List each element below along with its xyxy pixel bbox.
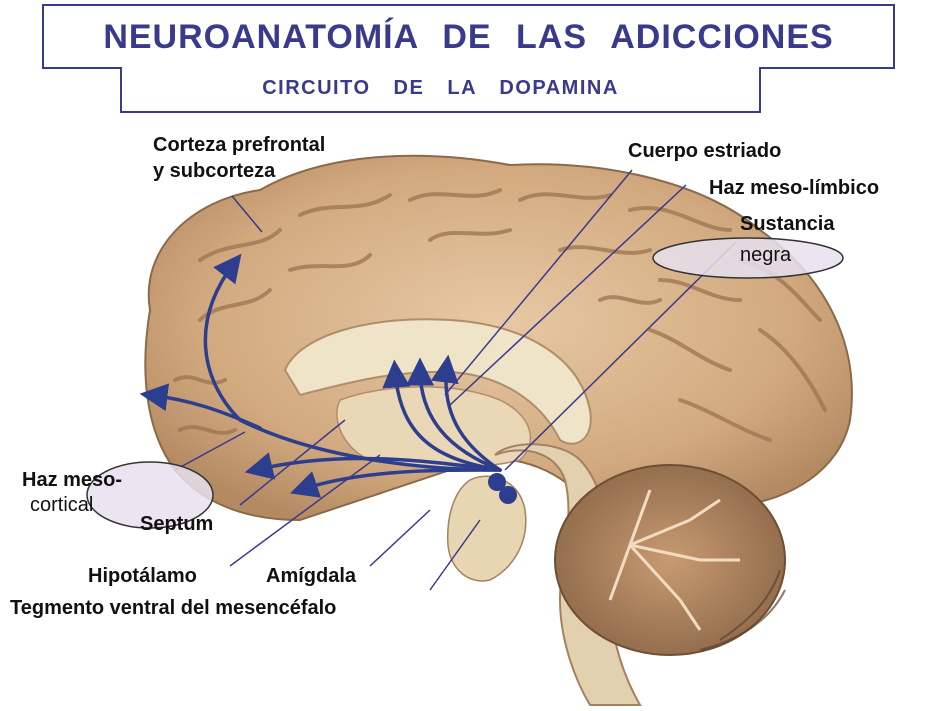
label-corteza-line2: y subcorteza <box>153 160 276 182</box>
title-box: NEUROANATOMÍA DE LAS ADICCIONES <box>42 4 895 69</box>
leader-lines <box>174 169 737 591</box>
page-subtitle: CIRCUITO DE LA DOPAMINA <box>262 77 619 99</box>
label-septum: Septum <box>140 513 214 535</box>
label-corteza-line1: Corteza prefrontal <box>153 134 326 156</box>
vta-nucleus <box>488 473 506 491</box>
label-haz-meso-limbico: Haz meso-límbico <box>709 177 880 199</box>
label-haz-meso-cortical-1: Haz meso- <box>22 469 123 491</box>
label-hipotalamo: Hipotálamo <box>88 565 197 587</box>
negra-highlight <box>652 237 844 279</box>
label-sustancia: Sustancia <box>740 213 835 235</box>
vta-nucleus-2 <box>499 486 517 504</box>
meso-cortical-highlight <box>86 461 214 529</box>
cerebellum <box>554 464 786 656</box>
label-cuerpo-estriado: Cuerpo estriado <box>628 140 782 162</box>
label-amigdala: Amígdala <box>266 565 357 587</box>
label-haz-meso-cortical-2: cortical <box>30 494 94 516</box>
inner-core <box>336 386 531 469</box>
gyri-texture <box>173 188 827 442</box>
page-title: NEUROANATOMÍA DE LAS ADICCIONES <box>103 18 834 56</box>
label-negra: negra <box>740 244 792 266</box>
label-tegmento: Tegmento ventral del mesencéfalo <box>10 597 337 619</box>
cerebellum-tree <box>608 489 740 631</box>
dopamine-pathways <box>139 253 502 498</box>
subtitle-box: CIRCUITO DE LA DOPAMINA <box>120 67 761 113</box>
